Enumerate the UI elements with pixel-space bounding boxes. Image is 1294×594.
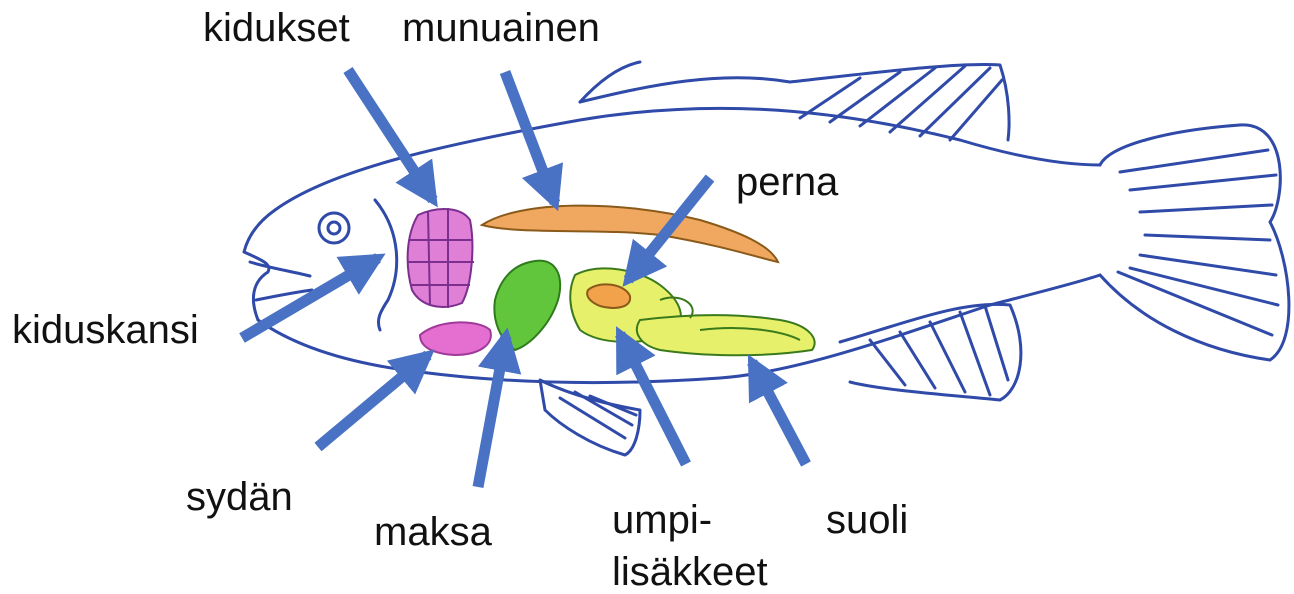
dorsal-fin (580, 64, 1009, 140)
tail-fin-rays (1118, 150, 1278, 335)
label-munuainen: munuainen (402, 8, 600, 48)
arrow-suoli (752, 362, 806, 464)
arrow-sydan (318, 355, 428, 447)
heart-organ (420, 322, 491, 355)
label-perna: perna (736, 162, 838, 202)
label-kiduskansi: kiduskansi (12, 310, 199, 350)
arrow-maksa (478, 336, 506, 487)
gills-organ (408, 208, 474, 308)
arrow-munuainen (505, 72, 555, 203)
fish-body-outline (275, 108, 1100, 210)
label-kidukset: kidukset (203, 8, 350, 48)
fish-pupil (328, 222, 340, 234)
label-maksa: maksa (374, 512, 492, 552)
arrow-umpilisakkeet (620, 334, 686, 464)
gill-cover-line (375, 200, 397, 330)
fish-eye (319, 213, 349, 243)
anal-fin (840, 304, 1021, 400)
label-sydan: sydän (186, 477, 293, 517)
anal-fin-rays (870, 306, 1008, 395)
label-umpilisakkeet-line1: umpi- (612, 500, 712, 540)
label-suoli: suoli (826, 500, 908, 540)
label-umpilisakkeet-line2: lisäkkeet (612, 552, 768, 592)
arrow-kidukset (348, 70, 433, 200)
kidney-organ (482, 206, 778, 262)
